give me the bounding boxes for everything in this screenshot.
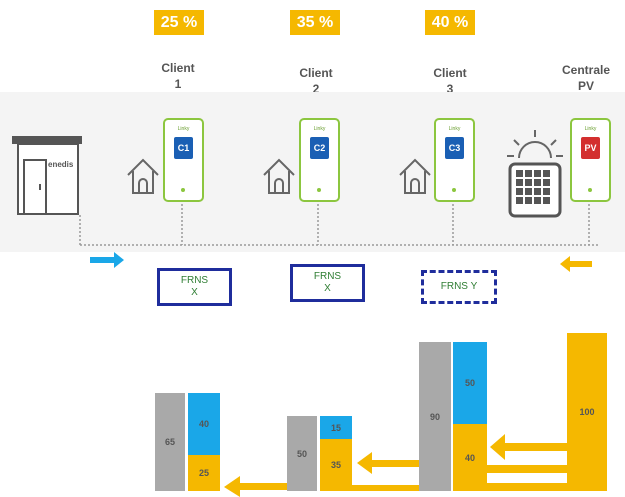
share-badge-client3: 40 % — [425, 10, 475, 35]
enedis-building-icon — [12, 136, 82, 215]
meter-led-icon — [452, 188, 456, 192]
bar-gray-1: 65 — [155, 393, 185, 491]
frns-box-client1: FRNS X — [157, 268, 232, 306]
meter-brand: Linky — [177, 126, 190, 132]
share-badge-client1: 25 % — [154, 10, 204, 35]
meter-screen: C3 — [445, 137, 464, 159]
meter-led-icon — [588, 188, 592, 192]
house-icon-client3 — [399, 158, 431, 194]
meter-brand: Linky — [313, 126, 326, 132]
share-badge-client2: 35 % — [290, 10, 340, 35]
bar-gray-3: 90 — [419, 342, 451, 491]
pv-arrow-icon — [560, 256, 592, 272]
meter-screen: PV — [581, 137, 600, 159]
client3-label: Client 3 — [433, 66, 467, 96]
meter-pv: Linky PV — [570, 118, 611, 202]
meter-screen: C2 — [310, 137, 329, 159]
meter-client1: Linky C1 — [163, 118, 204, 202]
injection-arrow-icon — [90, 252, 124, 268]
bar-yellow-4: 100 — [567, 333, 607, 491]
meter-brand: Linky — [448, 126, 461, 132]
house-icon-client2 — [263, 158, 295, 194]
bar-yellow-3: 40 — [453, 424, 487, 491]
bar-yellow-1: 25 — [188, 455, 220, 491]
meter-client3: Linky C3 — [434, 118, 475, 202]
frns-box-client2: FRNS X — [290, 264, 365, 302]
meter-client2: Linky C2 — [299, 118, 340, 202]
pv-label: Centrale PV — [561, 63, 611, 93]
client2-label: Client 2 — [299, 66, 333, 96]
frns-box-client3: FRNS Y — [421, 270, 497, 304]
bar-gray-2: 50 — [287, 416, 317, 491]
solar-panel-icon — [507, 130, 563, 218]
house-icon-client1 — [127, 158, 159, 194]
bar-blue-2: 15 — [320, 416, 352, 439]
client1-label: Client 1 — [161, 61, 195, 91]
bar-yellow-2: 35 — [320, 439, 352, 491]
bar-blue-1: 40 — [188, 393, 220, 455]
meter-led-icon — [181, 188, 185, 192]
meter-screen: C1 — [174, 137, 193, 159]
meter-brand: Linky — [584, 126, 597, 132]
enedis-logo: enedis — [48, 160, 74, 169]
bar-blue-3: 50 — [453, 342, 487, 424]
meter-led-icon — [317, 188, 321, 192]
